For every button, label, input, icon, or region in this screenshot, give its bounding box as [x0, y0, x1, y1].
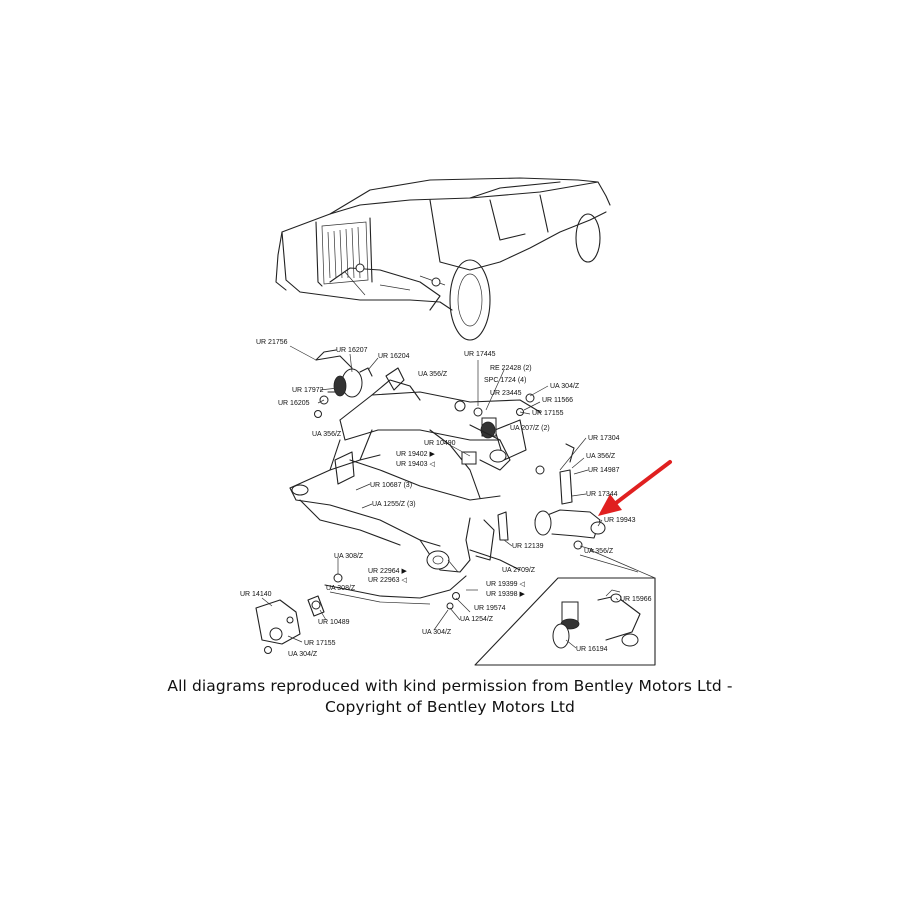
label-ur15966: UR 15966: [620, 596, 652, 603]
highlight-arrow: [598, 460, 672, 516]
label-ur17155-b: UR 17155: [304, 640, 336, 647]
label-ur23445: UR 23445: [490, 390, 522, 397]
caption-line-2: Copyright of Bentley Motors Ltd: [325, 698, 575, 716]
label-ur16194: UR 16194: [576, 646, 608, 653]
label-ua356z-b: UA 356/Z: [418, 371, 448, 378]
label-ua356z-c: UA 356/Z: [586, 453, 616, 460]
label-ua308z-a: UA 308/Z: [334, 553, 364, 560]
label-ua207z: UA 207/Z (2): [510, 425, 550, 432]
label-ur10489: UR 10489: [318, 619, 350, 626]
label-ur17344: UR 17344: [586, 491, 618, 498]
label-ur16205: UR 16205: [278, 400, 310, 407]
label-ur17155-a: UR 17155: [532, 410, 564, 417]
label-ua304z-a: UA 304/Z: [550, 383, 580, 390]
label-ur19574: UR 19574: [474, 605, 506, 612]
label-ur10687: UR 10687 (3): [370, 482, 412, 489]
upper-left-wishbone: [314, 349, 373, 418]
label-ua356z-a: UA 356/Z: [312, 431, 342, 438]
label-ur14140: UR 14140: [240, 591, 272, 598]
label-ur21756: UR 21756: [256, 339, 288, 346]
part-labels: UR 21756 UR 16207 UR 16204 UR 17972 UR 1…: [240, 339, 652, 658]
label-ur17445: UR 17445: [464, 351, 496, 358]
label-ur14987: UR 14987: [588, 467, 620, 474]
car-outline: [275, 177, 611, 341]
label-re22428: RE 22428 (2): [490, 365, 532, 372]
label-ur19399: UR 19399 ◁: [486, 581, 525, 588]
label-ua2709z: UA 2709/Z: [502, 567, 536, 574]
label-spc1724: SPC 1724 (4): [484, 377, 526, 384]
label-ur19398: UR 19398 ▶: [486, 591, 525, 598]
detail-inset: [474, 549, 656, 666]
label-ur17972: UR 17972: [292, 387, 324, 394]
front-subframe: [289, 379, 541, 573]
leader-lines: [261, 345, 619, 649]
steering-idler-assembly: [534, 443, 606, 550]
label-ua304z-b: UA 304/Z: [288, 651, 318, 658]
label-ur12139: UR 12139: [512, 543, 544, 550]
label-ur11566: UR 11566: [542, 397, 573, 404]
lower-linkages: [255, 511, 521, 654]
label-ur19403: UR 19403 ◁: [396, 461, 435, 468]
label-ur19943: UR 19943: [604, 517, 636, 524]
label-ur22963: UR 22963 ◁: [368, 577, 407, 584]
label-ur10490: UR 10490: [424, 440, 456, 447]
label-ua1255z: UA 1255/Z (3): [372, 501, 416, 508]
label-ur17304: UR 17304: [588, 435, 620, 442]
label-ua304z-c: UA 304/Z: [422, 629, 452, 636]
label-ua308z-b: UA 308/Z: [326, 585, 356, 592]
label-ua356z-d: UA 356/Z: [584, 548, 614, 555]
label-ur22964: UR 22964 ▶: [368, 568, 407, 575]
label-ua1254z: UA 1254/Z: [460, 616, 494, 623]
label-ur19402: UR 19402 ▶: [396, 451, 435, 458]
caption-line-1: All diagrams reproduced with kind permis…: [167, 677, 733, 695]
label-ur16207: UR 16207: [336, 347, 368, 354]
label-ur16204: UR 16204: [378, 353, 410, 360]
upper-centre-assembly: [385, 367, 535, 471]
